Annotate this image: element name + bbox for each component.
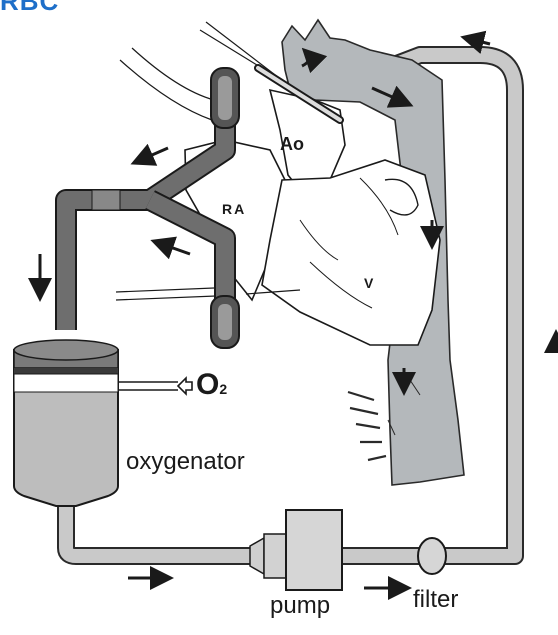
- corner-watermark-text: RBC: [0, 0, 59, 17]
- filter-label: filter: [413, 586, 458, 614]
- oxygenator: [14, 340, 178, 506]
- pump: [250, 510, 342, 590]
- oxygen-symbol: O: [196, 368, 219, 401]
- pump-label: pump: [270, 592, 330, 620]
- oxygen-inlet-arrow-icon: [178, 378, 192, 394]
- ventricle-label: V: [364, 275, 373, 291]
- filter: [418, 538, 446, 574]
- oxygen-label: O2: [196, 368, 227, 402]
- right-atrium-label: RA: [222, 201, 246, 217]
- oxygenator-label: oxygenator: [126, 448, 245, 476]
- aorta-label: Ao: [280, 134, 304, 155]
- oxygen-subscript: 2: [219, 381, 227, 397]
